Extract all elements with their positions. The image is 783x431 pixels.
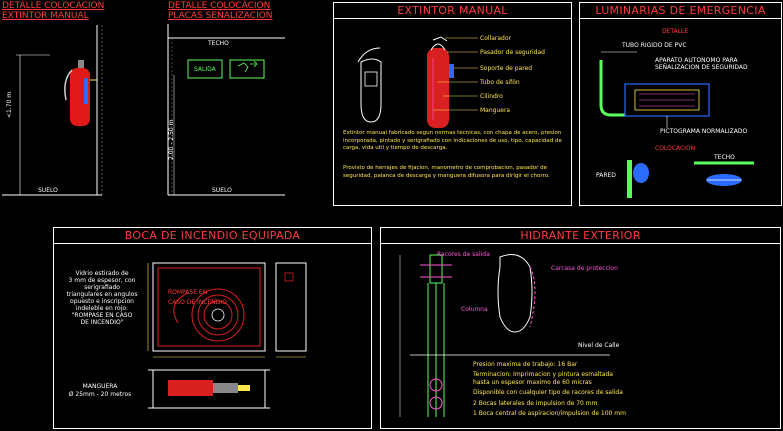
hidrante-spec-4: 2 Bocas laterales de impulsion de 70 mm — [473, 400, 598, 407]
cabinet-text-2: CASO DE INCENDIO — [168, 299, 227, 306]
hidrante-label-columna: Columna — [461, 306, 488, 313]
glass-note-0: Vidrio estirado de — [75, 270, 129, 277]
extintor-label-2: Soporte de pared — [480, 65, 533, 72]
placas-ceiling-label: TECHO — [208, 40, 229, 47]
hidrante-label-bocas: Racores de salida — [437, 251, 490, 258]
luminarias-colocacion-label: COLOCACION — [655, 145, 696, 152]
extintor-label-4: Cilindro — [480, 93, 503, 100]
detail-extintor-title-2: EXTINTOR MANUAL — [2, 11, 89, 21]
extintor-manual-drawing — [357, 36, 478, 128]
hidrante-spec-3: Disponible con cualquier tipo de racores… — [473, 389, 623, 396]
hidrante-spec-1: Terminacion: Imprimacion y pintura esmal… — [473, 371, 613, 378]
detail-extintor-title-1: DETALLE COLOCACION — [2, 1, 105, 11]
hidrante-title: HIDRANTE EXTERIOR — [381, 228, 780, 244]
hidrante-panel: HIDRANTE EXTERIOR — [380, 227, 781, 429]
extintor-floor-label: SUELO — [38, 187, 58, 194]
hose-spec: Ø 25mm - 20 metros — [68, 391, 132, 398]
hidrante-drawing — [399, 254, 610, 417]
placas-sign-text: SALIDA — [194, 66, 216, 73]
luminarias-panel: LUMINARIAS DE EMERGENCIA — [579, 2, 782, 206]
extintor-label-1: Pasador de seguridad — [480, 49, 545, 56]
luminarias-tube-label: TUBO RIGIDO DE PVC — [622, 42, 687, 49]
glass-note-6: "ROMPASE EN CASO — [71, 312, 133, 319]
hidrante-spec-5: 1 Boca central de aspiracion/impulsion d… — [473, 410, 626, 417]
extintor-wall-drawing — [2, 25, 103, 196]
extintor-manual-panel: EXTINTOR MANUAL — [333, 2, 572, 206]
detail-placas-title-1: DETALLE COLOCACION — [168, 1, 271, 11]
glass-note-4: opuesto e inscripcion — [70, 298, 134, 305]
extintor-label-5: Manguera — [480, 107, 511, 114]
extintor-manual-title: EXTINTOR MANUAL — [334, 3, 571, 19]
extintor-label-0: Collarador — [480, 35, 511, 42]
hidrante-spec-0: Presion maxima de trabajo: 16 Bar — [473, 361, 578, 368]
hidrante-label-carcasa: Carcasa de proteccion — [551, 265, 618, 272]
detail-placas-title-2: PLACAS SEÑALIZACION — [168, 11, 273, 21]
luminarias-device-label-2: SEÑALIZACION DE SEGURIDAD — [655, 64, 748, 71]
glass-note-1: 3 mm de espesor, con — [68, 277, 136, 284]
luminarias-pictogram-label: PICTOGRAMA NORMALIZADO — [660, 128, 748, 135]
placas-floor-label: SUELO — [212, 187, 232, 194]
hose-label: MANGUERA — [82, 383, 118, 390]
extintor-label-3: Tubo de sifón — [480, 79, 520, 86]
cabinet-text-1: ROMPASE EN — [168, 289, 208, 296]
boca-incendio-panel: BOCA DE INCENDIO EQUIPADA — [53, 227, 372, 429]
luminarias-techo-label: TECHO — [714, 154, 735, 161]
hidrante-label-nivel: Nivel de Calle — [578, 342, 620, 349]
placas-height-label: 2.00 - 2.50 m — [168, 119, 175, 160]
extintor-paragraph-1: Extintor manual fabricado segun normas t… — [343, 130, 562, 151]
luminarias-pared-label: PARED — [596, 172, 616, 179]
luminarias-drawing — [599, 51, 754, 198]
placas-drawing — [167, 24, 285, 196]
glass-note-3: triangulares en angulos — [66, 291, 138, 298]
luminarias-detalle-label: DETALLE — [662, 28, 689, 35]
boca-incendio-drawing — [147, 262, 307, 409]
extintor-height-label: <1.70 m — [6, 91, 13, 118]
luminarias-device-label-1: APARATO AUTONOMO PARA — [655, 57, 738, 64]
boca-incendio-title: BOCA DE INCENDIO EQUIPADA — [54, 228, 371, 244]
glass-note-5: indeleble en rojo: — [75, 305, 129, 312]
extintor-paragraph-2: Provisto de herrajes de fijacion, manome… — [343, 165, 550, 179]
hidrante-spec-2: hasta un espesor maximo de 60 micras — [473, 379, 592, 386]
glass-note-7: DE INCENDIO" — [80, 319, 124, 326]
glass-note-2: serigrafiado — [84, 284, 120, 291]
luminarias-title: LUMINARIAS DE EMERGENCIA — [580, 3, 781, 19]
